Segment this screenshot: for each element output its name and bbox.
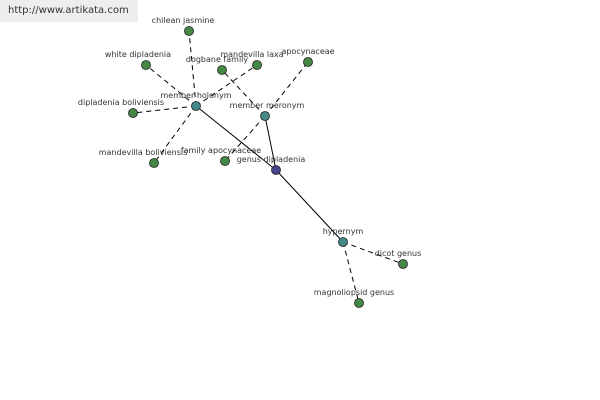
nodes-layer: [128, 26, 408, 308]
node-label-apocynaceae: apocynaceae: [281, 47, 334, 56]
node-mandboliv[interactable]: [149, 158, 159, 168]
edge-genus-holonym: [195, 105, 277, 171]
node-label-white: white dipladenia: [105, 50, 171, 59]
edge-meronym-dogbane: [221, 69, 266, 117]
watermark-url: http://www.artikata.com: [0, 0, 138, 22]
node-chilean[interactable]: [184, 26, 194, 36]
edge-hypernym-magnoliopsid: [342, 241, 360, 304]
edge-meronym-famapoc: [224, 115, 266, 162]
node-label-chilean: chilean jasmine: [152, 16, 215, 25]
node-label-meronym: member meronym: [230, 101, 305, 110]
node-label-famapoc: family apocynaceae: [181, 146, 261, 155]
node-dogbane[interactable]: [217, 65, 227, 75]
edge-holonym-boliviensis: [132, 105, 197, 114]
node-label-holonym: member holonym: [160, 91, 231, 100]
node-apocynaceae[interactable]: [303, 57, 313, 67]
node-holonym[interactable]: [191, 101, 201, 111]
node-label-boliviensis: dipladenia boliviensis: [78, 98, 164, 107]
edge-holonym-chilean: [188, 30, 197, 107]
node-label-genus: genus dipladenia: [237, 155, 306, 164]
node-label-magnoliopsid: magnoliopsid genus: [314, 288, 394, 297]
edge-meronym-apocynaceae: [264, 61, 309, 117]
node-laxa[interactable]: [252, 60, 262, 70]
node-label-laxa: mandevilla laxa: [220, 50, 283, 59]
node-label-dicot: dicot genus: [375, 249, 422, 258]
node-white[interactable]: [141, 60, 151, 70]
node-dicot[interactable]: [398, 259, 408, 269]
node-meronym[interactable]: [260, 111, 270, 121]
edge-genus-hypernym: [275, 169, 344, 243]
edges-layer: [132, 30, 404, 304]
edge-holonym-white: [145, 64, 197, 107]
edge-genus-meronym: [264, 115, 277, 171]
node-famapoc[interactable]: [220, 156, 230, 166]
node-magnoliopsid[interactable]: [354, 298, 364, 308]
edge-holonym-laxa: [195, 64, 258, 107]
node-genus[interactable]: [271, 165, 281, 175]
node-label-mandboliv: mandevilla boliviensis: [99, 148, 188, 157]
edge-hypernym-dicot: [342, 241, 404, 265]
node-boliviensis[interactable]: [128, 108, 138, 118]
node-label-dogbane: dogbane family: [186, 55, 249, 64]
edge-holonym-mandboliv: [153, 105, 197, 164]
node-label-hypernym: hypernym: [323, 227, 364, 236]
node-hypernym[interactable]: [338, 237, 348, 247]
